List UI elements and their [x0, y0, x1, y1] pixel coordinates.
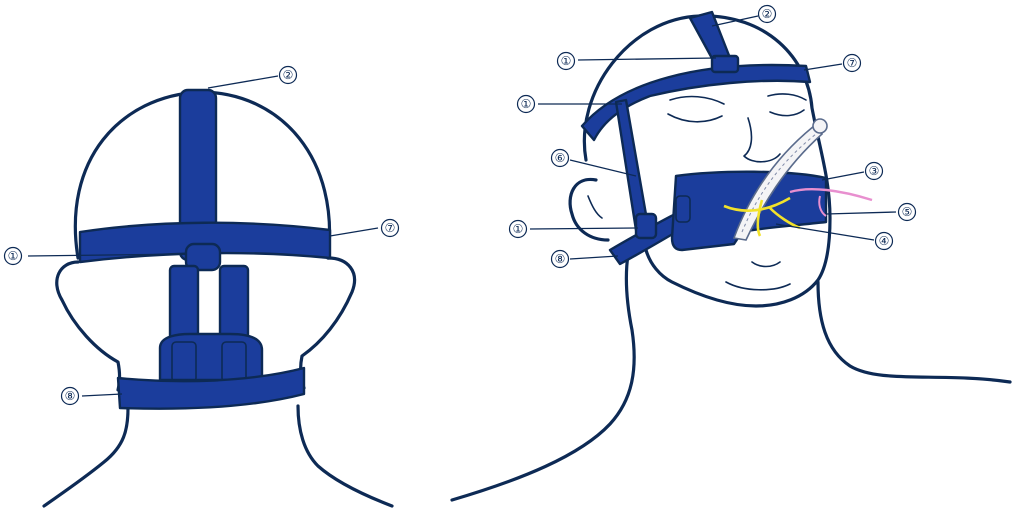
back-ear-right	[301, 258, 355, 388]
side-label-1b: ①	[521, 97, 532, 111]
side-label-4: ④	[879, 234, 890, 248]
side-label-1c: ①	[513, 222, 524, 236]
side-eye-right	[770, 110, 804, 116]
back-label-7: ⑦	[385, 221, 396, 235]
side-label-7: ⑦	[847, 56, 858, 70]
side-eye-left	[668, 114, 722, 122]
side-neck-buckle	[636, 214, 656, 238]
side-neck-front	[818, 282, 1010, 382]
side-label-3: ③	[869, 164, 880, 178]
back-view	[44, 90, 392, 506]
side-label-8: ⑧	[555, 252, 566, 266]
back-label-1: ①	[8, 249, 19, 263]
side-nose	[744, 118, 780, 162]
side-label-6: ⑥	[555, 151, 566, 165]
side-ear	[570, 179, 608, 240]
back-label-8: ⑧	[65, 389, 76, 403]
back-neck-left	[44, 408, 128, 506]
side-label-1a: ①	[561, 54, 572, 68]
back-label-2: ②	[283, 68, 294, 82]
side-jaw	[452, 244, 634, 500]
back-ear-left	[57, 262, 120, 390]
side-label-5: ⑤	[902, 205, 913, 219]
side-cheek-strap	[616, 100, 648, 230]
side-label-2: ②	[762, 7, 773, 21]
side-top-strap	[690, 12, 730, 62]
back-neck-right	[298, 406, 392, 506]
side-view	[452, 12, 1010, 500]
